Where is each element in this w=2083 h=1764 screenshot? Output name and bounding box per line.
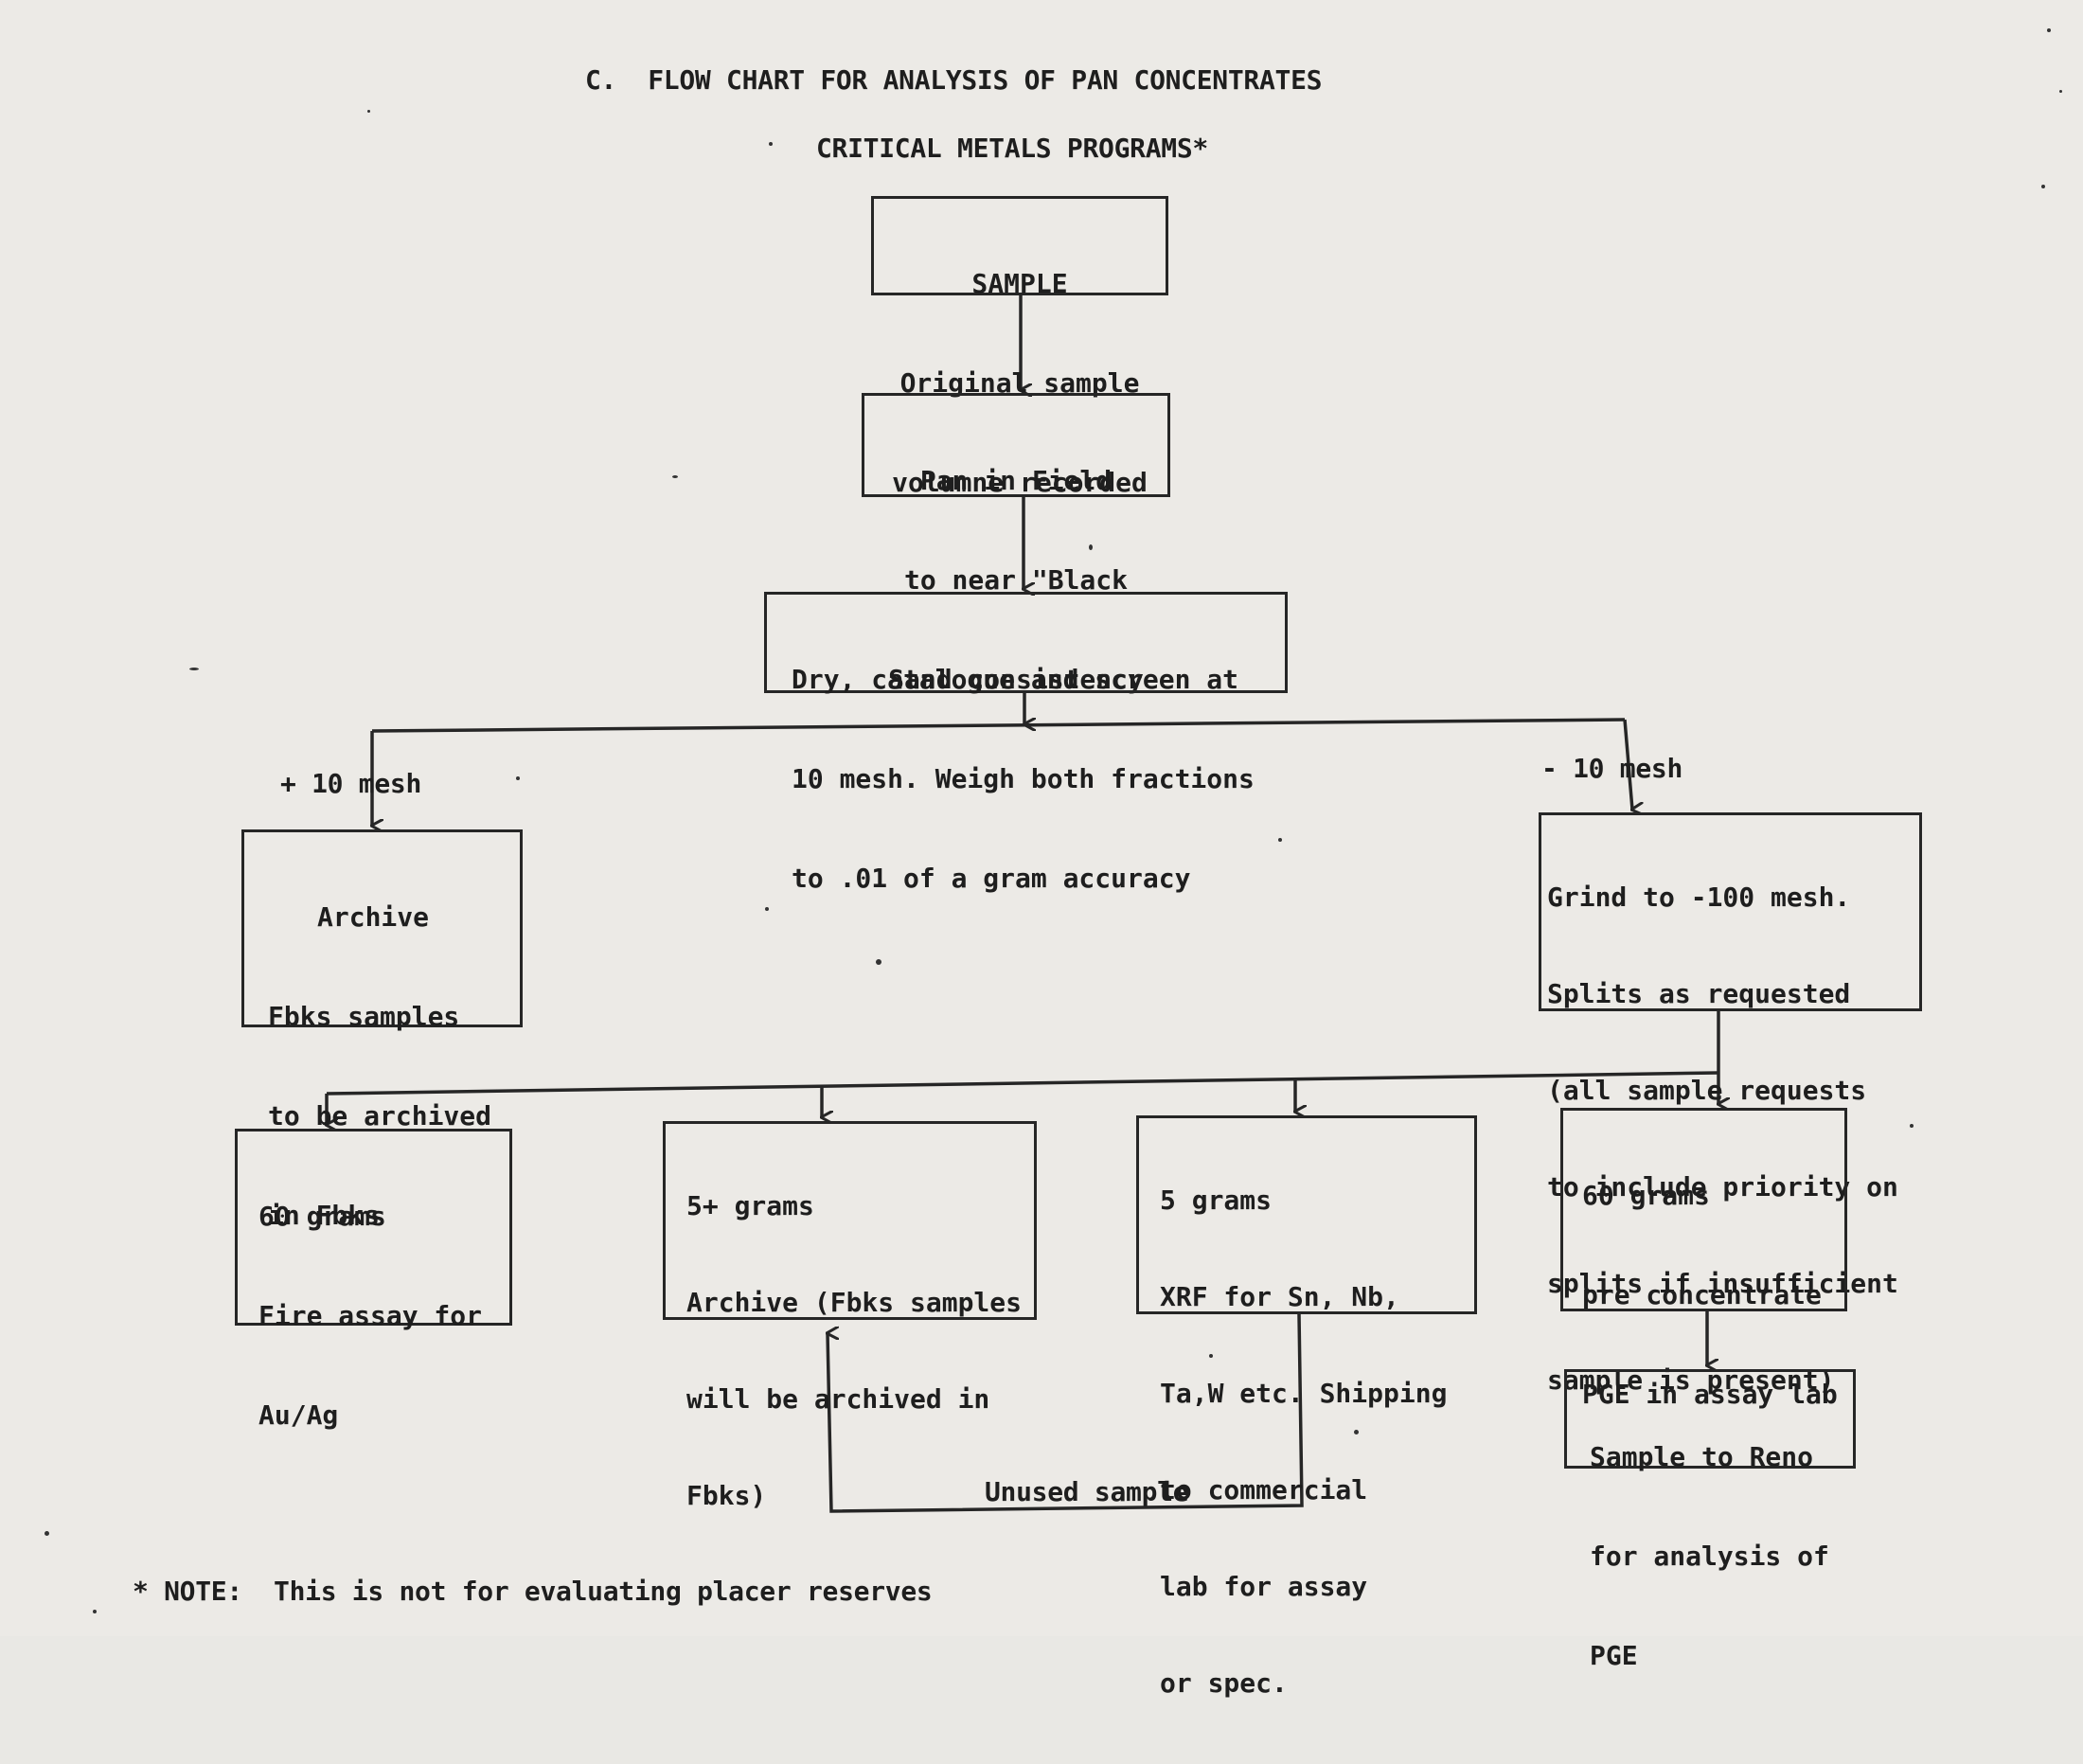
scan-speck: [672, 475, 678, 478]
box-xrf: 5 grams XRF for Sn, Nb, Ta,W etc. Shippi…: [1136, 1115, 1477, 1699]
unused-sample-loop: [828, 1313, 1304, 1513]
box-archive-5-line: 5+ grams: [686, 1190, 814, 1221]
box-archive-plus-line: in Fbks: [268, 1200, 381, 1231]
box-grind-line: (all sample requests: [1547, 1075, 1867, 1106]
page-title: C. FLOW CHART FOR ANALYSIS OF PAN CONCEN…: [585, 64, 1323, 96]
scan-speck: [45, 1531, 49, 1536]
box-archive-5-line: Archive (Fbks samples: [686, 1287, 1023, 1318]
scan-speck: [1278, 838, 1282, 842]
box-xrf-line: or spec.: [1160, 1667, 1288, 1699]
scan-speck: [2059, 90, 2062, 93]
box-xrf-line: XRF for Sn, Nb,: [1160, 1281, 1399, 1312]
scan-speck: [93, 1610, 97, 1613]
box-pge-line: pre concentrate: [1582, 1279, 1822, 1310]
box-dry-line: Dry, catalogue and screen at: [792, 664, 1239, 695]
box-reno-line: PGE: [1590, 1640, 1638, 1671]
box-sample-line: volumne recorded: [892, 467, 1148, 498]
label-plus-10-mesh: + 10 mesh: [280, 768, 422, 799]
scan-speck: [2047, 28, 2051, 32]
box-xrf-line: lab for assay: [1160, 1571, 1368, 1602]
scan-speck: [765, 907, 769, 911]
scan-speck: [189, 668, 199, 670]
box-reno: Sample to Reno for analysis of PGE: [1564, 1369, 1856, 1671]
box-sample: SAMPLE Original sample volumne recorded: [871, 196, 1168, 498]
box-dry-line: to .01 of a gram accuracy: [792, 863, 1191, 894]
arrow-to-grind: [1623, 719, 1632, 810]
scan-speck: [876, 959, 881, 965]
box-grind-line: Grind to -100 mesh.: [1547, 882, 1851, 913]
box-dry-line: 10 mesh. Weigh both fractions: [792, 763, 1255, 794]
box-archive-plus: Archive Fbks samples to be archived in F…: [241, 829, 523, 1231]
box-pge-line: PGE in assay lab: [1582, 1379, 1838, 1410]
box-grind-line: Splits as requested: [1547, 978, 1851, 1009]
box-grind: Grind to -100 mesh. Splits as requested …: [1539, 812, 1922, 1396]
box-pge-line: 60 grams: [1582, 1180, 1710, 1211]
box-pan: Pan in Field to near "Black Sand consist…: [862, 393, 1170, 695]
branch-line: [326, 1071, 1719, 1096]
box-xrf-line: Ta,W etc. Shipping: [1160, 1378, 1448, 1409]
page-subtitle: CRITICAL METALS PROGRAMS*: [816, 133, 1208, 164]
label-unused-sample: Unused sample: [985, 1476, 1189, 1507]
box-pan-line: Pan in Field: [919, 465, 1113, 496]
label-minus-10-mesh: - 10 mesh: [1541, 753, 1683, 784]
flow-connectors: [0, 295, 2083, 1513]
box-fire-assay-line: Fire assay for: [258, 1300, 483, 1331]
footnote: * NOTE: This is not for evaluating place…: [133, 1576, 933, 1607]
scan-speck: [367, 110, 370, 113]
box-archive-5-line: will be archived in: [686, 1383, 990, 1415]
box-archive-plus-line: Fbks samples: [268, 1001, 460, 1032]
box-fire-assay: 60 grams Fire assay for Au/Ag: [235, 1129, 512, 1431]
box-pge: 60 grams pre concentrate PGE in assay la…: [1560, 1108, 1847, 1410]
scan-speck: [769, 142, 773, 146]
scan-speck: [2041, 185, 2045, 188]
box-grind-line: to include priority on: [1547, 1171, 1898, 1203]
split-line-mesh: [371, 718, 1626, 733]
box-reno-line: for analysis of: [1590, 1541, 1829, 1572]
box-pan-line: to near "Black: [903, 564, 1128, 596]
box-archive-plus-line: to be archived: [268, 1100, 492, 1131]
scan-speck: [1354, 1430, 1359, 1434]
box-reno-line: Sample to Reno: [1590, 1441, 1814, 1472]
box-xrf-line: 5 grams: [1160, 1185, 1273, 1216]
box-dry: Dry, catalogue and screen at 10 mesh. We…: [764, 592, 1288, 894]
box-sample-line: SAMPLE: [971, 268, 1068, 299]
box-xrf-line: to commercial: [1160, 1474, 1368, 1506]
box-fire-assay-line: 60 grams: [258, 1201, 386, 1232]
scan-speck: [1209, 1354, 1213, 1358]
box-fire-assay-line: Au/Ag: [258, 1399, 339, 1431]
box-archive-5-line: Fbks): [686, 1480, 767, 1511]
box-archive-5: 5+ grams Archive (Fbks samples will be a…: [663, 1121, 1037, 1511]
box-pan-line: Sand consistency: [888, 664, 1144, 695]
box-archive-plus-line: Archive: [317, 901, 430, 933]
scan-speck: [516, 776, 520, 780]
document-page: C. FLOW CHART FOR ANALYSIS OF PAN CONCEN…: [0, 28, 2083, 1699]
scan-speck: [1910, 1124, 1914, 1128]
scan-speck: [1089, 544, 1093, 550]
